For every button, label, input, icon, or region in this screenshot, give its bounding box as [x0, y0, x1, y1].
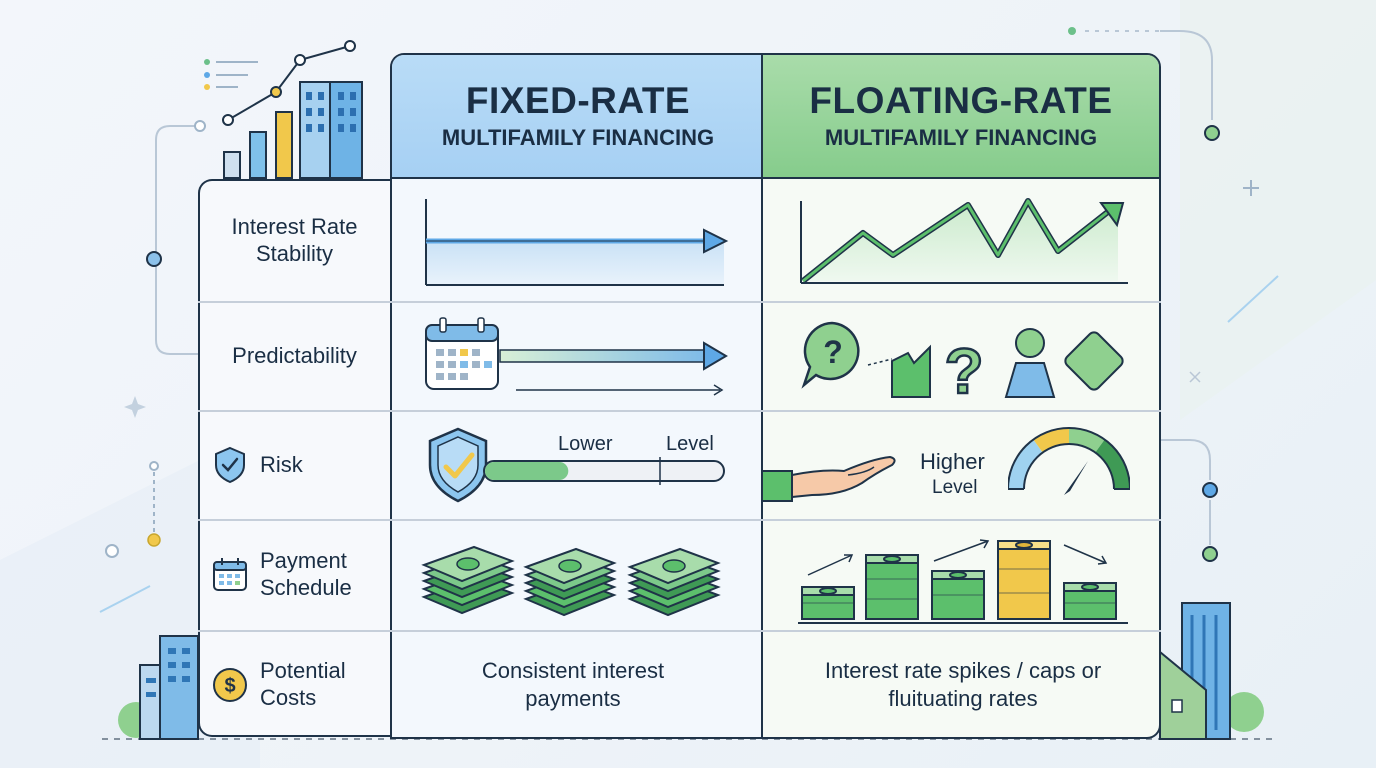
floating-risk-higher-label: Higher [920, 449, 985, 474]
floating-costs-text: Interest rate spikes / caps or fluituati… [824, 658, 1102, 711]
growth-chart-icon [204, 40, 356, 179]
fluctuating-rate-line-icon [800, 198, 1128, 284]
varying-cash-stacks-icon [798, 539, 1128, 624]
building-icon [299, 81, 363, 179]
calendar-icon [213, 558, 247, 591]
row-divider [198, 630, 1161, 632]
fixed-rate-title: FIXED-RATE [465, 79, 691, 121]
fixed-rate-subtitle: MULTIFAMILY FINANCING [441, 125, 715, 151]
chart-fragment-icon [891, 344, 931, 398]
dollar-coin-icon: $ [213, 668, 247, 702]
fixed-risk-level-label: Level [666, 433, 714, 455]
calendar-arrow-icon [425, 317, 728, 396]
comparison-table: FIXED-RATE MULTIFAMILY FINANCING FLOATIN… [198, 53, 1161, 739]
floating-risk-level-label: Level [932, 477, 978, 498]
fixed-rate-column: FIXED-RATE MULTIFAMILY FINANCING [390, 53, 764, 739]
row-divider [198, 519, 1161, 521]
row-divider [198, 410, 1161, 412]
row-label-predictability: Predictability [232, 342, 357, 368]
row-label-payment-schedule: Payment Schedule [198, 520, 391, 630]
person-icon [1004, 328, 1056, 398]
row-label-risk: Risk [198, 411, 391, 519]
cash-stack-icon [421, 545, 515, 615]
question-mark-icon: ? [944, 335, 983, 405]
building-icon [118, 635, 199, 740]
svg-text:$: $ [224, 675, 235, 697]
floating-rate-title: FLOATING-RATE [809, 79, 1113, 121]
fixed-costs-text: Consistent interest payments [481, 658, 665, 711]
floating-rate-header: FLOATING-RATE MULTIFAMILY FINANCING [763, 55, 1159, 179]
row-label-interest-rate-stability: Interest Rate Stability [231, 214, 358, 266]
svg-text:?: ? [823, 334, 843, 370]
uncertainty-icons: ? ? [801, 321, 1124, 405]
fixed-risk-lower-label: Lower [558, 433, 613, 455]
floating-rate-subtitle: MULTIFAMILY FINANCING [824, 125, 1098, 151]
row-divider [198, 301, 1161, 303]
row-label-potential-costs: $ Potential Costs [198, 631, 391, 739]
floating-rate-column: FLOATING-RATE MULTIFAMILY FINANCING [761, 53, 1161, 739]
low-risk-bar-icon [428, 427, 725, 503]
flat-rate-line-icon [425, 199, 729, 286]
diamond-icon [1064, 331, 1124, 391]
building-icon [1159, 602, 1264, 740]
open-hand-icon [762, 455, 896, 502]
fixed-rate-header: FIXED-RATE MULTIFAMILY FINANCING [392, 55, 764, 179]
question-bubble-icon: ? [801, 321, 860, 389]
equal-cash-stacks-icon [421, 545, 719, 616]
risk-gauge-icon [1008, 427, 1130, 495]
shield-check-icon [215, 446, 245, 484]
